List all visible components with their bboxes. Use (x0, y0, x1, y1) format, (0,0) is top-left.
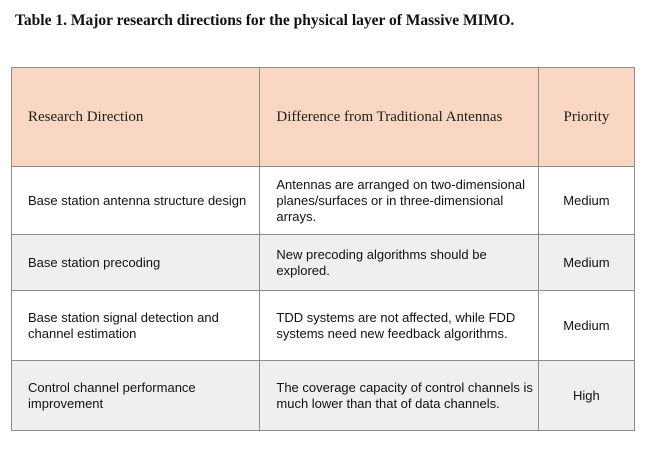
priority-cell: Medium (537, 166, 636, 235)
table-row: Base station precoding New precoding alg… (10, 234, 636, 291)
table-caption: Table 1. Major research directions for t… (15, 12, 515, 29)
research-direction-cell: Base station antenna structure design (10, 166, 261, 235)
priority-cell: High (537, 360, 636, 431)
header-difference: Difference from Traditional Antennas (259, 67, 539, 167)
research-direction-cell: Base station signal detection and channe… (10, 290, 261, 361)
research-direction-cell: Control channel performance improvement (10, 360, 261, 431)
table-row: Base station antenna structure design An… (10, 166, 636, 235)
header-research-direction: Research Direction (10, 67, 261, 167)
difference-cell: New precoding algorithms should be explo… (259, 234, 539, 291)
table-header-row: Research Direction Difference from Tradi… (10, 67, 636, 167)
table-row: Control channel performance improvement … (10, 360, 636, 431)
research-directions-table: Research Direction Difference from Tradi… (10, 67, 636, 431)
difference-cell: TDD systems are not affected, while FDD … (259, 290, 539, 361)
difference-cell: The coverage capacity of control channel… (259, 360, 539, 431)
priority-cell: Medium (537, 290, 636, 361)
priority-cell: Medium (537, 234, 636, 291)
research-direction-cell: Base station precoding (10, 234, 261, 291)
header-priority: Priority (537, 67, 636, 167)
difference-cell: Antennas are arranged on two-dimensional… (259, 166, 539, 235)
table-row: Base station signal detection and channe… (10, 290, 636, 361)
